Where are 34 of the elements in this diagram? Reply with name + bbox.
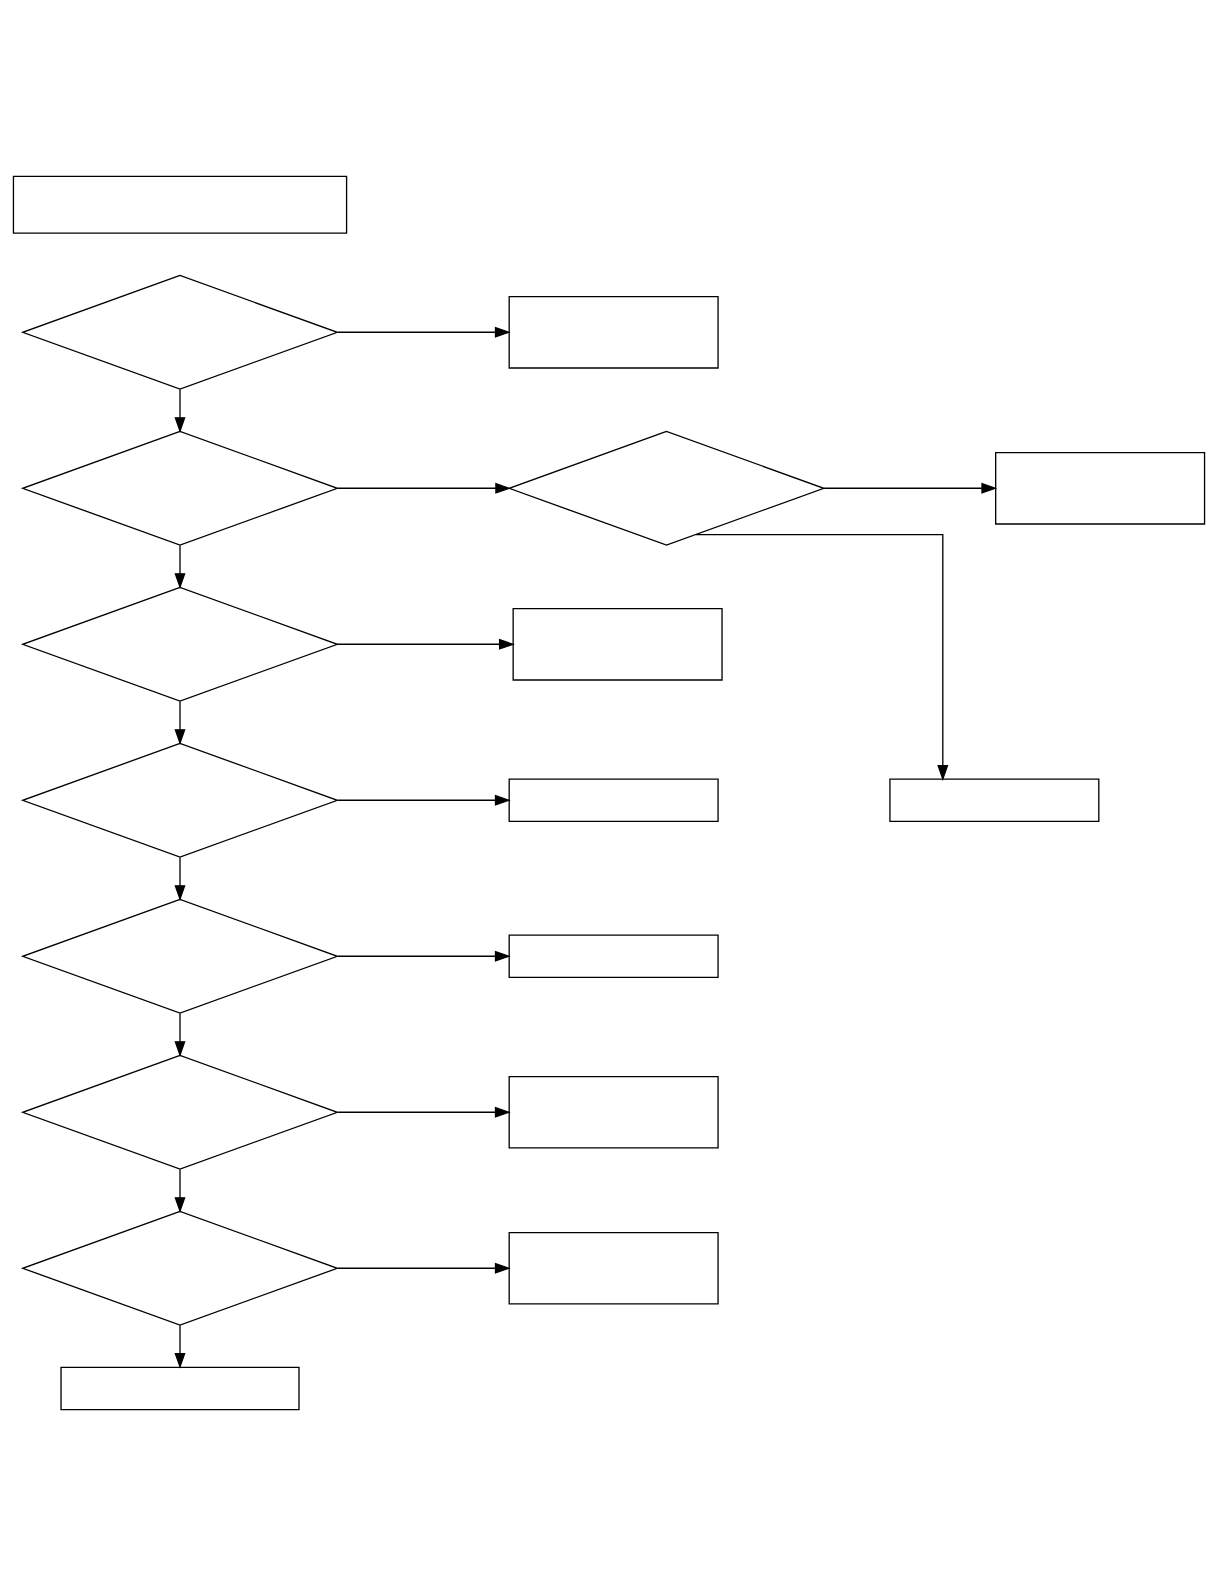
node-diamond — [507, 430, 826, 546]
arrow — [337, 1262, 511, 1274]
arrow — [695, 533, 949, 781]
node-box — [889, 778, 1100, 823]
arrow — [823, 482, 998, 494]
arrow — [174, 388, 186, 434]
node-diamond — [20, 898, 340, 1014]
arrow — [336, 638, 515, 650]
node-box — [995, 451, 1206, 525]
arrow — [337, 326, 511, 338]
arrow — [336, 482, 512, 494]
arrow — [174, 1324, 186, 1369]
node-diamond — [20, 742, 340, 858]
arrow — [174, 1012, 186, 1058]
node-box — [508, 295, 719, 369]
node-box — [508, 934, 719, 979]
node-box — [508, 1075, 719, 1149]
node-box — [12, 175, 348, 234]
arrow — [174, 856, 186, 902]
node-box — [508, 778, 719, 823]
node-diamond — [20, 1210, 340, 1326]
arrow — [337, 1106, 511, 1118]
arrow — [174, 700, 186, 746]
arrow — [337, 950, 511, 962]
node-diamond — [20, 274, 340, 390]
arrow — [174, 1168, 186, 1214]
node-diamond — [20, 586, 340, 702]
node-diamond — [20, 1054, 340, 1170]
arrow — [337, 794, 511, 806]
node-box — [512, 607, 723, 681]
node-box — [60, 1366, 300, 1411]
node-box — [508, 1231, 719, 1305]
node-diamond — [20, 430, 340, 546]
arrow — [174, 544, 186, 590]
